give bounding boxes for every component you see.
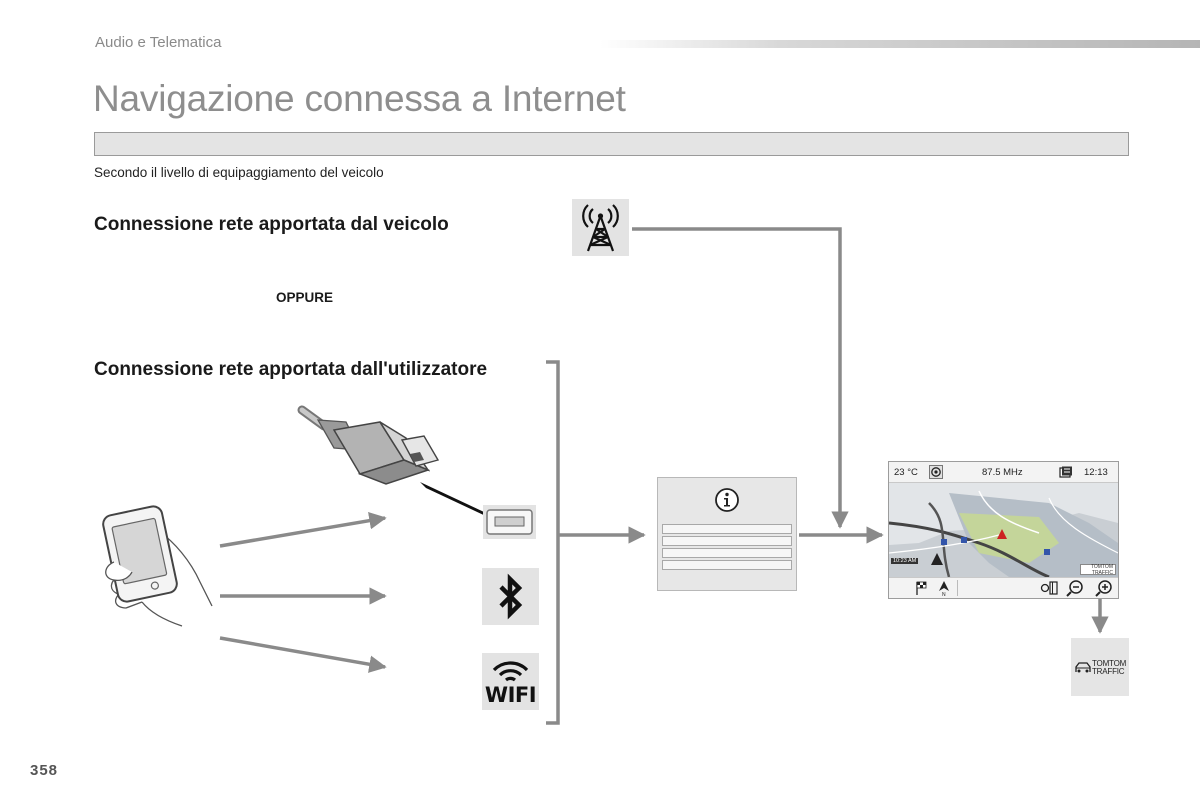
info-line xyxy=(662,524,792,534)
or-label: OPPURE xyxy=(276,290,334,305)
page-title: Navigazione connessa a Internet xyxy=(93,78,626,119)
usb-port-tile xyxy=(483,505,536,539)
nav-clock: 12:13 xyxy=(1084,467,1108,478)
map-settings-icon xyxy=(1040,581,1058,595)
heading-vehicle-connection: Connessione rete apportata dal veicolo xyxy=(94,214,449,235)
smartphone-icon xyxy=(102,505,213,627)
toolbar-divider xyxy=(957,580,958,596)
nav-tomtom-traffic-badge: TOMTOM TRAFFIC xyxy=(1080,564,1116,575)
bracket xyxy=(546,360,560,725)
bluetooth-tile xyxy=(482,568,539,625)
nav-bottom-toolbar: N xyxy=(889,577,1118,598)
nav-temperature: 23 °C xyxy=(894,467,918,478)
info-line xyxy=(662,548,792,558)
usb-port-icon xyxy=(486,509,533,535)
zoom-out-icon xyxy=(1066,580,1083,597)
nav-eta-info: 10:23 AM xyxy=(891,558,919,564)
wifi-label: WIFI xyxy=(484,683,537,707)
svg-text:N: N xyxy=(942,592,946,597)
subtitle: Secondo il livello di equipaggiamento de… xyxy=(94,165,384,180)
page-number: 358 xyxy=(30,762,59,779)
heading-user-connection: Connessione rete apportata dall'utilizza… xyxy=(94,359,488,380)
tomtom-traffic-tile: TOMTOM TRAFFIC xyxy=(1071,638,1129,696)
tomtom-line2: TRAFFIC xyxy=(1092,667,1125,676)
antenna-icon xyxy=(582,204,619,252)
nav-status-bar: 23 °C 87.5 MHz 12:13 xyxy=(889,462,1118,483)
tomtom-traffic-label: TOMTOM TRAFFIC xyxy=(1092,660,1126,676)
destination-flag-icon xyxy=(916,581,927,595)
arrow-phone-usb xyxy=(219,512,387,548)
title-box xyxy=(94,132,1129,156)
tomtom-traffic-icon xyxy=(1075,662,1091,673)
connected-services-icon xyxy=(929,465,943,479)
header-gradient-bar xyxy=(600,40,1200,48)
antenna-tile xyxy=(572,199,629,256)
info-line xyxy=(662,560,792,570)
compass-north-icon: N xyxy=(939,581,949,597)
info-line xyxy=(662,536,792,546)
messages-icon xyxy=(1059,466,1072,478)
nav-tomtom-line2: TRAFFIC xyxy=(1091,569,1113,576)
nav-map xyxy=(889,483,1118,577)
wifi-tile: WIFI xyxy=(482,653,539,710)
nav-radio-frequency: 87.5 MHz xyxy=(982,467,1023,478)
arrow-antenna-nav xyxy=(632,227,849,529)
arrow-phone-wifi xyxy=(219,636,387,673)
bluetooth-icon xyxy=(499,573,523,620)
info-panel xyxy=(657,477,797,591)
usb-plug-icon xyxy=(297,405,490,518)
info-icon xyxy=(715,488,739,512)
tomtom-line1: TOMTOM xyxy=(1092,659,1127,668)
wifi-icon xyxy=(492,661,529,682)
nav-tomtom-line1: TOMTOM xyxy=(1090,564,1113,570)
zoom-in-icon xyxy=(1095,580,1112,597)
section-label: Audio e Telematica xyxy=(95,34,222,51)
navigation-screen: 23 °C 87.5 MHz 12:13 10:23 AM TOMTO xyxy=(888,461,1119,599)
